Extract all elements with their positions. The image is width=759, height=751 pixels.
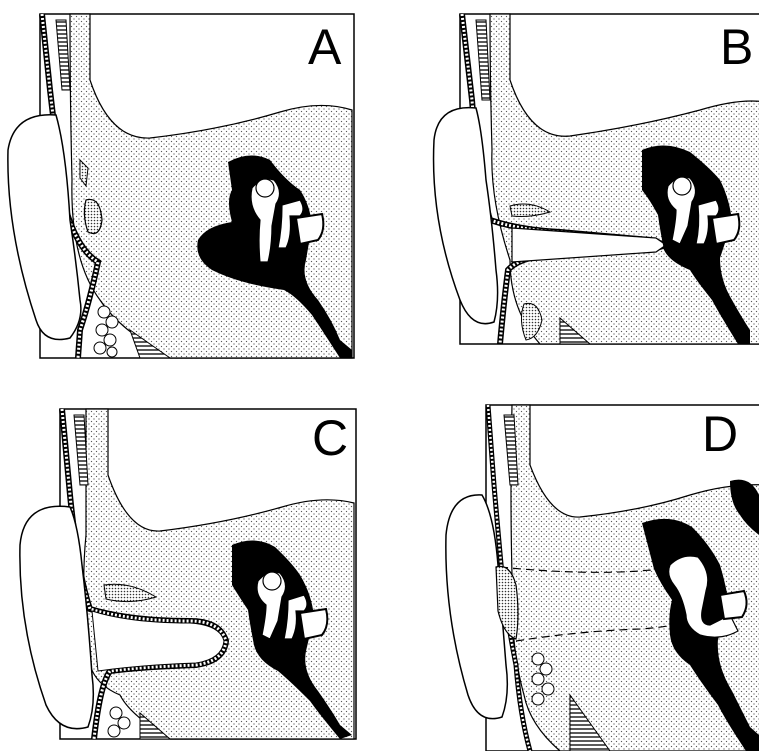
panel-label-b: B xyxy=(720,22,753,72)
panel-b: B xyxy=(420,0,759,370)
panel-c: C xyxy=(0,395,370,751)
panel-label-c: C xyxy=(312,413,348,463)
panel-label-d: D xyxy=(702,409,738,459)
panel-a: A xyxy=(0,0,370,370)
panel-label-a: A xyxy=(308,22,341,72)
ear-anatomy-illustration-b xyxy=(420,0,759,370)
panel-d: D xyxy=(420,395,759,751)
